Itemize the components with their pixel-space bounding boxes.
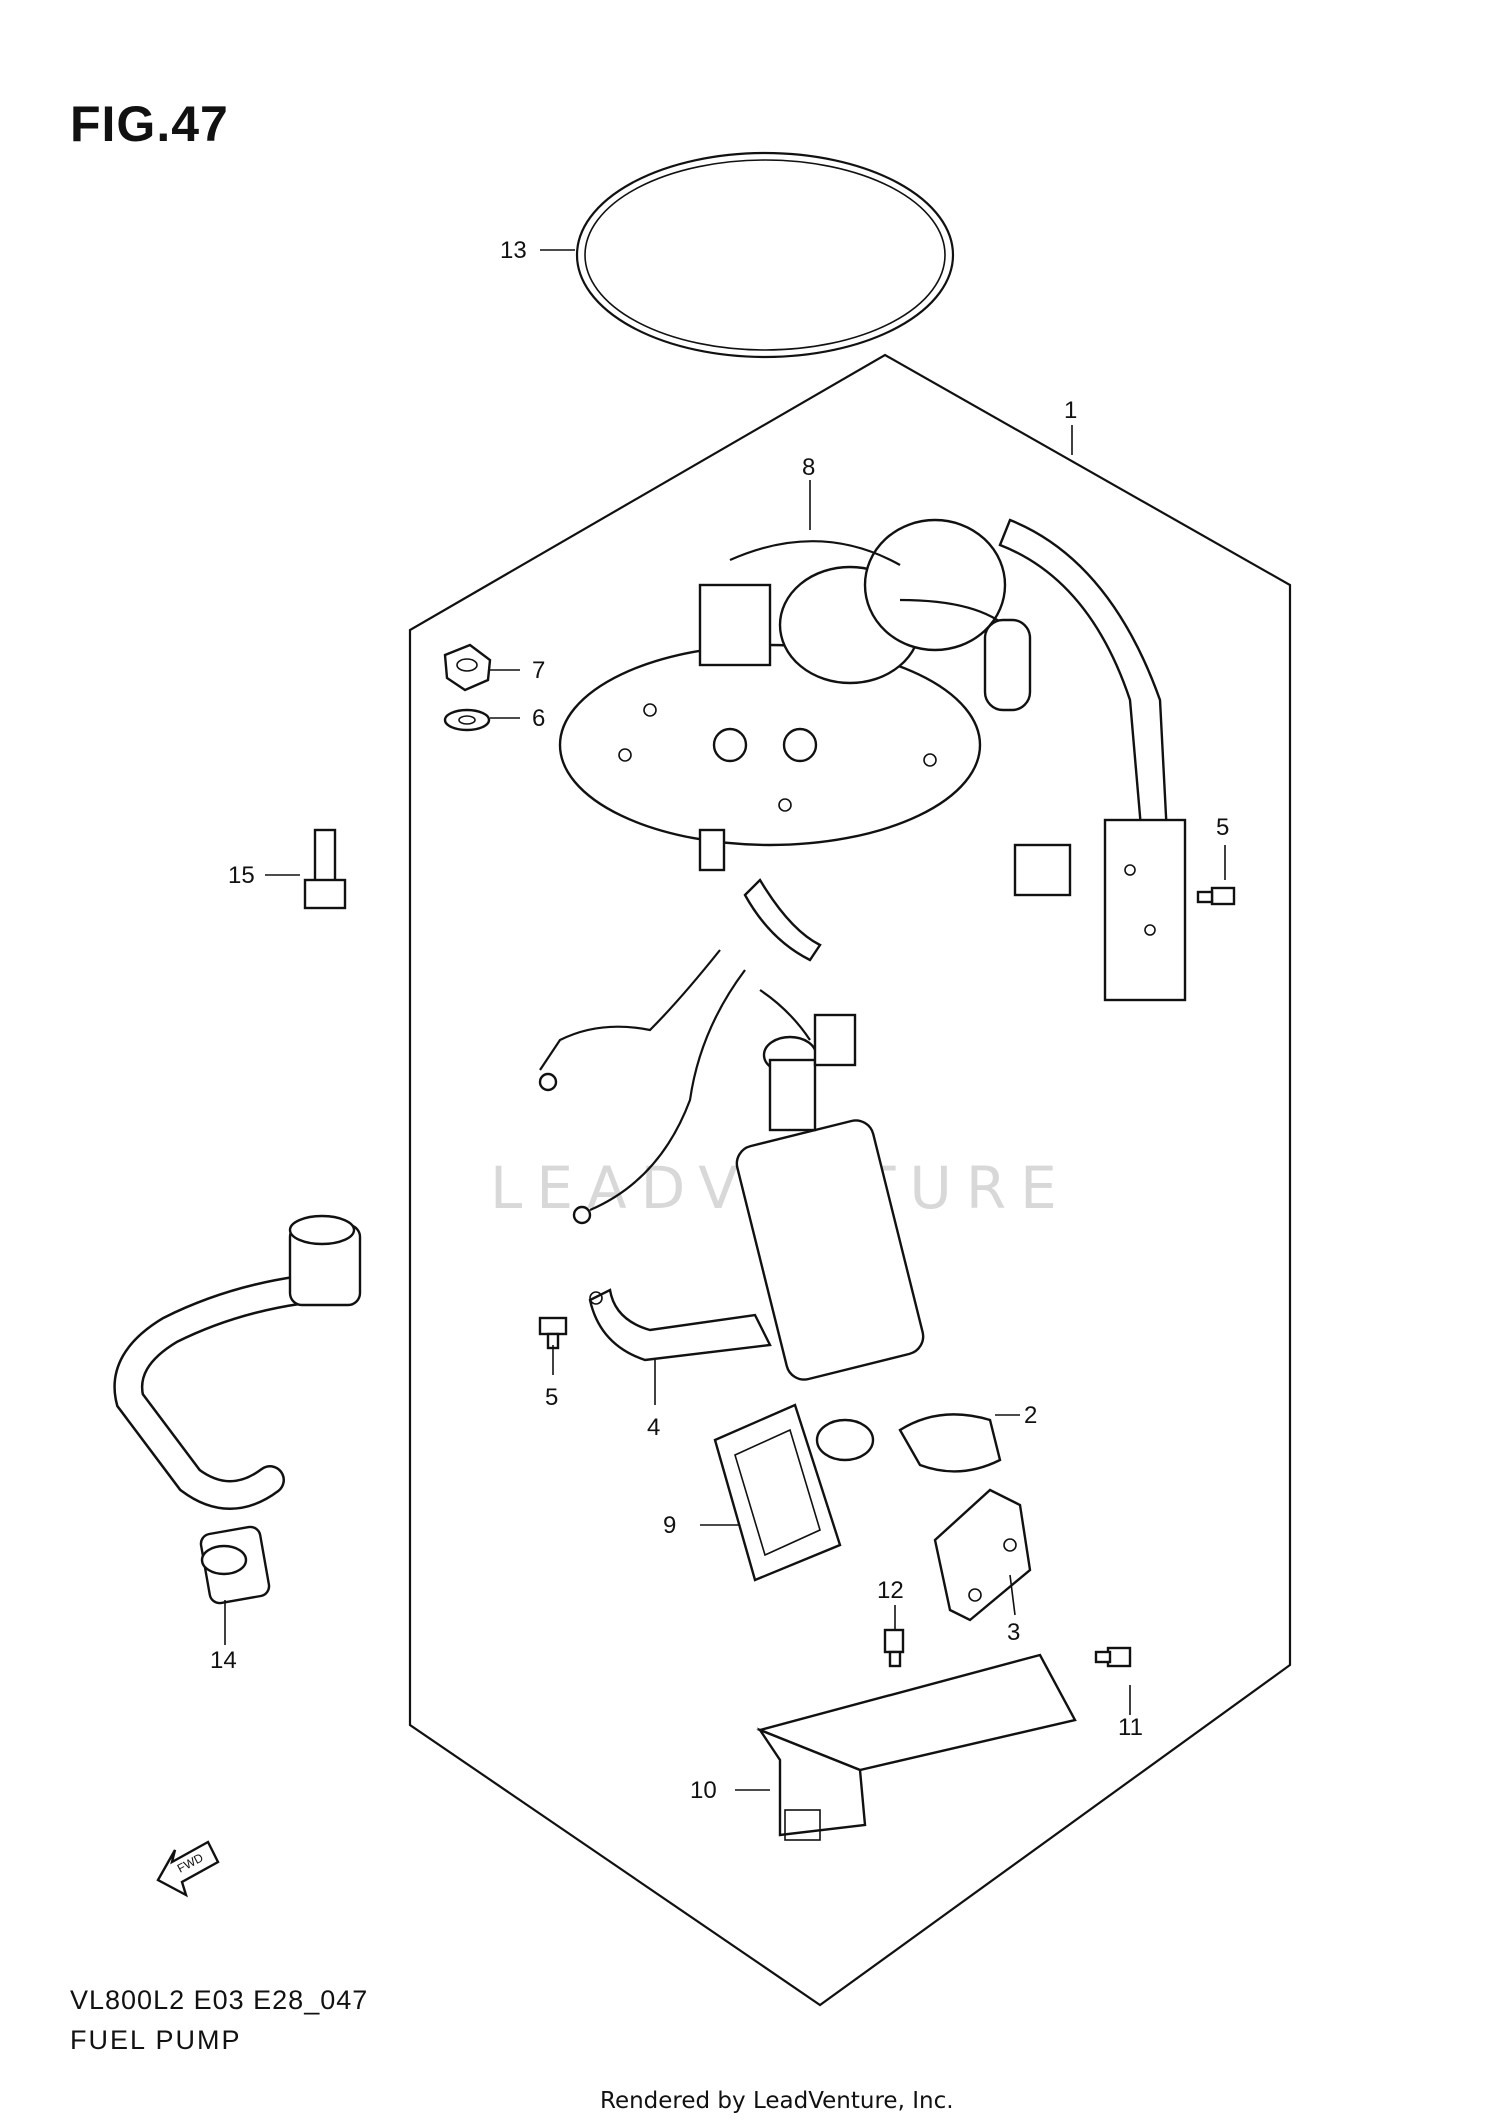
- fwd-arrow-icon: FWD: [156, 1840, 220, 1898]
- callout-15: 15: [228, 862, 255, 889]
- filter-part[interactable]: [713, 1403, 875, 1582]
- callout-14: 14: [210, 1647, 237, 1674]
- fuel-hose-part[interactable]: [113, 1214, 362, 1605]
- fuel-pump-body[interactable]: [733, 1013, 927, 1383]
- callout-2: 2: [1024, 1402, 1037, 1429]
- pump-plate-assembly[interactable]: [558, 518, 1032, 962]
- callout-9: 9: [663, 1512, 676, 1539]
- bolt-part-5b[interactable]: [1196, 886, 1236, 906]
- model-code: VL800L2 E03 E28_047: [70, 1985, 369, 2015]
- callout-5b: 5: [1216, 814, 1229, 841]
- washer-part[interactable]: [443, 708, 491, 732]
- bracket-arm[interactable]: [998, 518, 1187, 1002]
- o-ring-part[interactable]: [575, 151, 955, 359]
- bolt-part-15[interactable]: [303, 828, 347, 910]
- screw-part-11[interactable]: [1094, 1646, 1132, 1668]
- callout-6: 6: [532, 705, 545, 732]
- callout-8: 8: [802, 454, 815, 481]
- bolt-part-5a[interactable]: [538, 1316, 568, 1350]
- callout-1: 1: [1064, 397, 1077, 424]
- nut-part[interactable]: [443, 643, 492, 692]
- assembly-outline: [408, 353, 1292, 2007]
- guard-part[interactable]: [756, 1653, 1077, 1841]
- callout-12: 12: [877, 1577, 904, 1604]
- cushion-part[interactable]: [898, 1413, 1002, 1473]
- callout-7: 7: [532, 657, 545, 684]
- callout-3: 3: [1007, 1619, 1020, 1646]
- figure-title: FIG.47: [70, 96, 229, 152]
- callout-11: 11: [1118, 1714, 1143, 1741]
- wire-harness[interactable]: [538, 949, 811, 1225]
- section-name: FUEL PUMP: [70, 2025, 242, 2055]
- rendered-by-credit: Rendered by LeadVenture, Inc.: [600, 2088, 954, 2114]
- callout-5a: 5: [545, 1384, 558, 1411]
- callout-10: 10: [690, 1777, 717, 1804]
- clamp-part[interactable]: [588, 1288, 772, 1362]
- leader-lines: [224, 249, 1226, 1791]
- pump-bracket-part[interactable]: [933, 1488, 1032, 1622]
- callout-4: 4: [647, 1414, 660, 1441]
- screw-part-12[interactable]: [883, 1628, 905, 1668]
- callout-13: 13: [500, 237, 527, 264]
